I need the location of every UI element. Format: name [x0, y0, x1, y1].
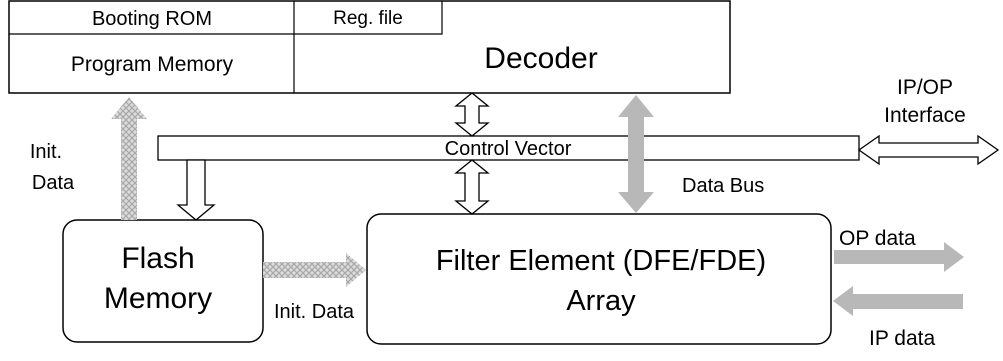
- init-data-up-arrow: [111, 97, 147, 220]
- hatched-right-arrow: [263, 253, 366, 287]
- ip-data-arrow: [833, 286, 963, 316]
- reg-file-label: Reg. file: [333, 8, 403, 29]
- flash-memory-label-line1: Flash: [121, 242, 194, 275]
- filter-array-label-line1: Filter Element (DFE/FDE): [436, 245, 766, 277]
- control-vector-label: Control Vector: [445, 138, 572, 160]
- filter-array: Filter Element (DFE/FDE) Array: [366, 213, 832, 345]
- program-memory-label: Program Memory: [71, 53, 234, 76]
- init-data-top-label-line1: Init.: [30, 141, 62, 163]
- ipop-label-line2: Interface: [884, 104, 966, 127]
- ipop-label-line1: IP/OP: [897, 76, 953, 99]
- flash-memory-box: [62, 219, 264, 343]
- control-to-flash-arrow: [176, 159, 216, 221]
- control-vector: Control Vector: [157, 135, 860, 161]
- top-block: Booting ROM Reg. file Program Memory Dec…: [8, 0, 731, 94]
- init-data-bottom-label: Init. Data: [274, 301, 355, 323]
- init-data-right-arrow: [263, 253, 366, 287]
- hatched-up-arrow: [111, 97, 147, 220]
- reg-file-box: [294, 1, 443, 35]
- ip-data-label: IP data: [869, 327, 935, 350]
- decoder-label: Decoder: [484, 42, 597, 75]
- data-bus-label: Data Bus: [682, 175, 764, 197]
- op-data-arrow: [834, 242, 964, 272]
- ipop-interface-arrow: [857, 134, 1000, 166]
- op-data-label: OP data: [839, 227, 916, 250]
- booting-rom-label: Booting ROM: [92, 8, 212, 30]
- filter-array-box: [366, 213, 832, 345]
- flash-memory-label-line2: Memory: [104, 282, 212, 315]
- control-vector-bar: [157, 135, 860, 161]
- filter-array-label-line2: Array: [566, 285, 636, 317]
- top-block-frame: [8, 0, 731, 94]
- init-data-top-label-line2: Data: [32, 172, 75, 194]
- data-bus-arrow: [618, 95, 654, 213]
- flash-memory: Flash Memory: [62, 219, 264, 343]
- control-filter-double-arrow: [454, 159, 490, 215]
- decoder-control-double-arrow: [454, 92, 490, 137]
